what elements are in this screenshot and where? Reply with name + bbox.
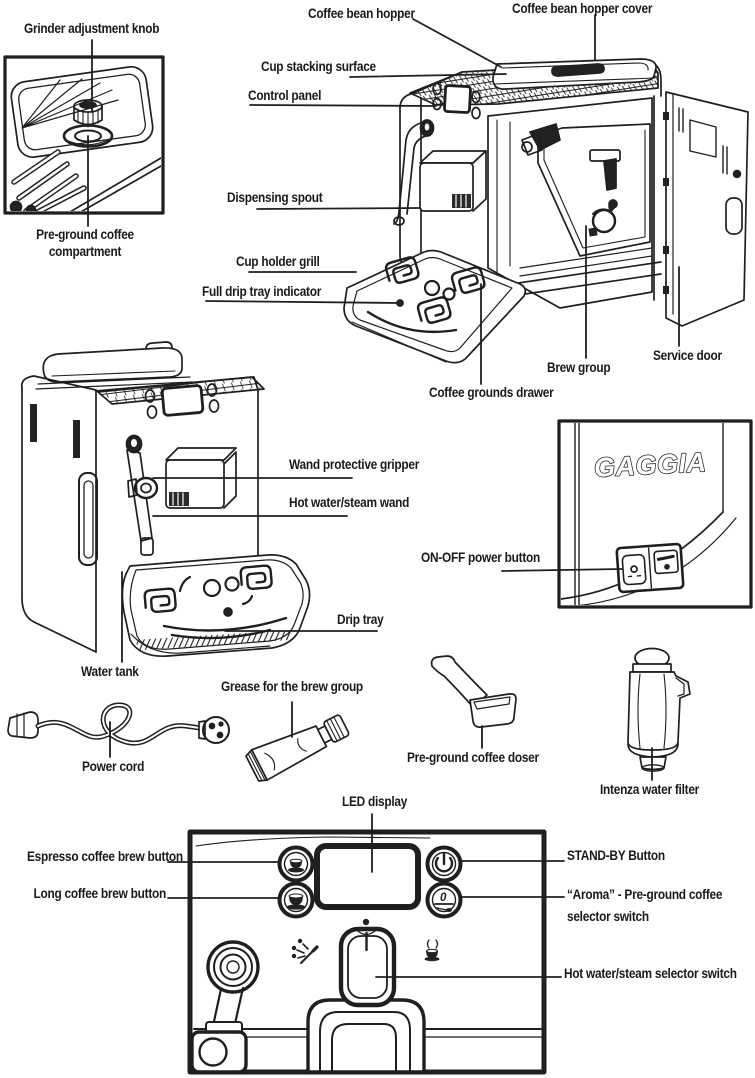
hot-water-steam-wand-drawing [125, 434, 159, 556]
wand-protective-gripper-drawing [133, 476, 159, 500]
label-service-door: Service door [653, 348, 722, 363]
label-pre-ground-coffee-compartment: Pre-ground coffee compartment [36, 227, 134, 259]
espresso-brew-button-drawing [277, 845, 315, 883]
leader-lines [87, 14, 680, 978]
label-espresso-coffee-brew-button: Espresso coffee brew button [26, 849, 183, 864]
water-tank-handle-drawing [78, 472, 98, 566]
coffee-bean-hopper-cover-drawing [492, 58, 657, 90]
machine-open-view-drawing [343, 58, 749, 364]
label-coffee-bean-hopper-cover: Coffee bean hopper cover [512, 1, 653, 16]
control-panel-drawing [432, 82, 481, 120]
label-intenza-water-filter: Intenza water filter [600, 782, 700, 797]
power-cord-drawing [7, 702, 230, 746]
aroma-zero-icon: 0 [440, 892, 447, 904]
grease-tube-drawing [245, 714, 350, 782]
panel-steam-wand-drawing [190, 940, 260, 1074]
label-long-coffee-brew-button: Long coffee brew button [33, 886, 166, 901]
label-power-cord: Power cord [82, 759, 145, 774]
label-aroma-pre-ground-selector-switch: “Aroma” - Pre-ground coffee selector swi… [567, 887, 723, 924]
dispensing-spout-front-drawing [165, 447, 237, 509]
label-wand-protective-gripper: Wand protective gripper [289, 457, 420, 472]
panel-cup-rest-drawing [306, 998, 426, 1074]
long-coffee-brew-button-drawing [277, 881, 315, 919]
on-off-power-button-drawing [615, 542, 685, 594]
control-panel-closeup-drawing: 0 [187, 829, 547, 1075]
intenza-filter-drawing [627, 647, 691, 772]
label-led-display: LED display [342, 794, 408, 809]
gaggia-back-inset-drawing: GAGGIA [557, 419, 753, 609]
drip-tray-drawing [121, 554, 311, 658]
service-door-drawing [663, 91, 749, 327]
label-water-tank: Water tank [81, 664, 139, 679]
label-cup-stacking-surface: Cup stacking surface [261, 59, 376, 74]
hot-water-steam-selector-knob-drawing [338, 926, 397, 1008]
brew-group-drawing [487, 97, 653, 309]
machine-front-view-drawing [20, 341, 311, 658]
label-hot-water-steam-selector-switch: Hot water/steam selector switch [564, 966, 737, 981]
steam-wand-drawing [393, 119, 435, 226]
grinder-inset-drawing [3, 55, 165, 215]
led-display-drawing [314, 843, 421, 910]
coffee-doser-drawing [430, 655, 517, 728]
label-dispensing-spout: Dispensing spout [227, 190, 323, 205]
label-pre-ground-coffee-doser: Pre-ground coffee doser [407, 750, 539, 765]
label-grinder-adjustment-knob: Grinder adjustment knob [24, 21, 160, 36]
gaggia-logo: GAGGIA [593, 447, 707, 483]
label-grease-for-the-brew-group: Grease for the brew group [221, 679, 363, 694]
label-coffee-bean-hopper: Coffee bean hopper [308, 6, 415, 21]
cup-holder-grill-drawing [343, 249, 527, 364]
label-stand-by-button: STAND-BY Button [567, 848, 665, 863]
steam-icon [291, 938, 319, 964]
label-coffee-grounds-drawer: Coffee grounds drawer [429, 385, 554, 400]
stand-by-button-drawing [425, 845, 463, 883]
dispensing-spout-drawing [419, 150, 487, 212]
control-panel-front-drawing [144, 383, 220, 419]
label-drip-tray: Drip tray [337, 612, 384, 627]
label-on-off-power-button: ON-OFF power button [421, 550, 541, 565]
label-brew-group: Brew group [547, 360, 611, 375]
label-hot-water-steam-wand: Hot water/steam wand [289, 495, 410, 510]
label-full-drip-tray-indicator: Full drip tray indicator [202, 284, 322, 299]
label-cup-holder-grill: Cup holder grill [236, 254, 320, 269]
label-control-panel: Control panel [248, 88, 322, 103]
hot-drink-icon [424, 939, 440, 962]
aroma-selector-button-drawing: 0 [425, 881, 463, 919]
